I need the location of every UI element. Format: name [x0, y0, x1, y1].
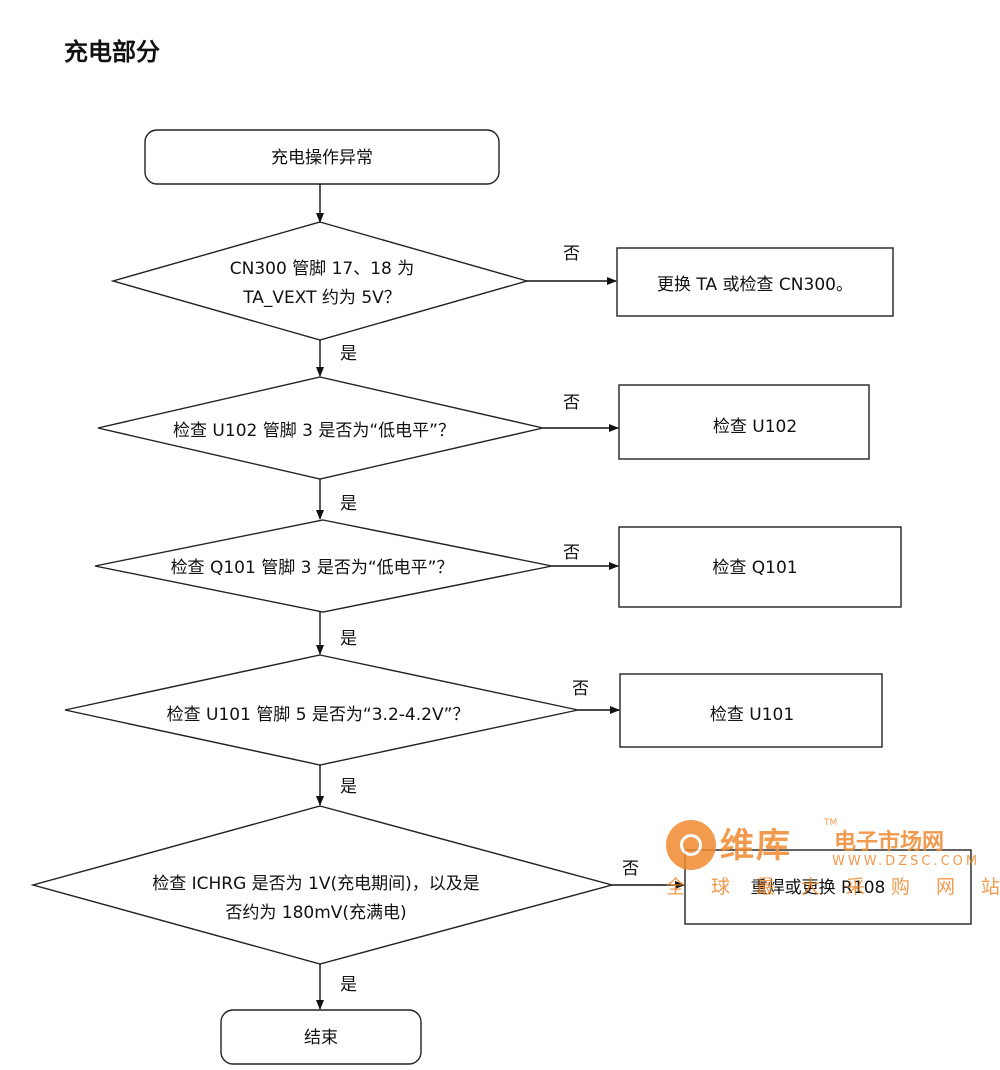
- decision-cn300: CN300 管脚 17、18 为 TA_VEXT 约为 5V？: [110, 221, 530, 341]
- decision-ichrg-line1: 检查 ICHRG 是否为 1V(充电期间)，以及是: [152, 874, 480, 894]
- watermark-logo-icon: [666, 820, 716, 870]
- action-replace-ta-label: 更换 TA 或检查 CN300。: [657, 275, 853, 295]
- action-check-u101-label: 检查 U101: [710, 705, 794, 725]
- watermark-slogan: 全球最大采购网站: [666, 876, 1000, 898]
- no-label-3: 否: [563, 543, 580, 563]
- decision-ichrg-line2: 否约为 180mV(充满电): [225, 903, 406, 923]
- decision-cn300-line1: CN300 管脚 17、18 为: [230, 259, 415, 279]
- page-title: 充电部分: [64, 38, 160, 66]
- action-resolder-r108-label: 重焊或更换 R108: [751, 878, 886, 898]
- end-node-label: 结束: [304, 1028, 338, 1048]
- decision-u101-label: 检查 U101 管脚 5 是否为“3.2-4.2V”？: [167, 705, 470, 725]
- yes-label-4: 是: [340, 777, 357, 797]
- watermark-brand: 维库: [720, 826, 792, 866]
- decision-cn300-line2: TA_VEXT 约为 5V？: [242, 288, 401, 308]
- no-label-4: 否: [572, 679, 589, 699]
- start-node: 充电操作异常: [144, 129, 500, 185]
- decision-q101-label: 检查 Q101 管脚 3 是否为“低电平”？: [171, 558, 454, 578]
- no-label-1: 否: [563, 244, 580, 264]
- no-label-5: 否: [622, 859, 639, 879]
- yes-label-2: 是: [340, 494, 357, 514]
- yes-label-3: 是: [340, 629, 357, 649]
- no-label-2: 否: [563, 393, 580, 413]
- yes-label-5: 是: [340, 975, 357, 995]
- decision-q101: 检查 Q101 管脚 3 是否为“低电平”？: [94, 519, 553, 613]
- yes-label-1: 是: [340, 344, 357, 364]
- watermark: 维库 TM 电子市场网 WWW.DZSC.COM 全球最大采购网站: [662, 818, 1000, 898]
- watermark-tm: TM: [824, 818, 838, 828]
- action-check-u102: 检查 U102: [618, 384, 870, 460]
- action-replace-ta: 更换 TA 或检查 CN300。: [616, 247, 894, 317]
- watermark-subtitle: 电子市场网: [834, 830, 945, 855]
- action-check-u102-label: 检查 U102: [713, 417, 797, 437]
- end-node: 结束: [220, 1009, 422, 1065]
- action-resolder-r108: 重焊或更换 R108: [684, 849, 972, 925]
- action-check-u101: 检查 U101: [619, 673, 883, 748]
- start-node-label: 充电操作异常: [271, 148, 373, 168]
- decision-u102-label: 检查 U102 管脚 3 是否为“低电平”？: [173, 421, 455, 441]
- decision-u101: 检查 U101 管脚 5 是否为“3.2-4.2V”？: [64, 654, 579, 766]
- decision-ichrg: 检查 ICHRG 是否为 1V(充电期间)，以及是 否约为 180mV(充满电): [30, 805, 615, 965]
- action-check-q101: 检查 Q101: [618, 526, 902, 608]
- action-check-q101-label: 检查 Q101: [712, 558, 797, 578]
- watermark-url: WWW.DZSC.COM: [832, 854, 981, 869]
- decision-u102: 检查 U102 管脚 3 是否为“低电平”？: [97, 376, 544, 480]
